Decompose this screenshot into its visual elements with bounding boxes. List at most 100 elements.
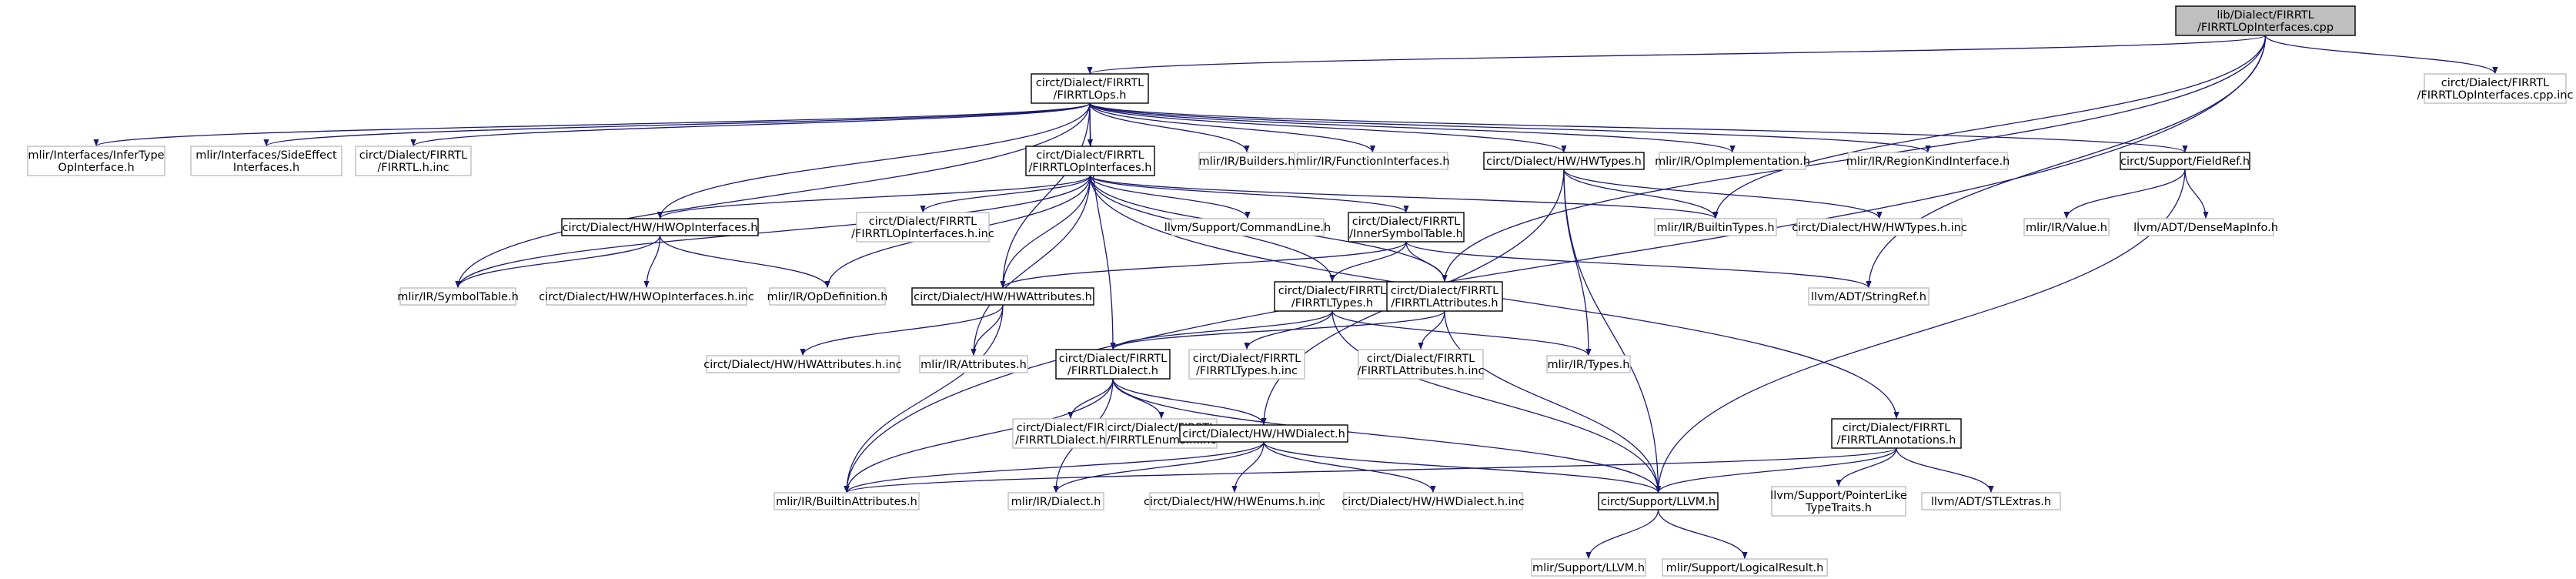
edge-llvmh-to-logicalresult — [1657, 509, 1748, 560]
node-label: circt/Dialect/HW/HWDialect.h — [1182, 428, 1345, 440]
edge-hwtypes-to-hwtypes_inc — [1563, 169, 1883, 219]
node-box — [2023, 218, 2110, 236]
node-label: llvm/ADT/DenseMapInfo.h — [2133, 222, 2278, 234]
node-label: circt/Dialect/FIRRTL — [1017, 422, 1124, 434]
node-label: circt/Dialect/FIRRTL — [1036, 77, 1144, 89]
edge-innersym-to-fattr — [1405, 241, 1448, 283]
node-fannot[interactable]: circt/Dialect/FIRRTL/FIRRTLAnnotations.h — [1831, 418, 1962, 449]
node-label: /FIRRTLOpInterfaces.h.inc — [851, 228, 994, 240]
node-hwdialect_inc: circt/Dialect/HW/HWDialect.h.inc — [1341, 492, 1525, 510]
edge-fdialect-to-fdialect_inc — [1067, 378, 1114, 420]
node-llvmh[interactable]: circt/Support/LLVM.h — [1598, 492, 1719, 510]
node-box — [706, 355, 900, 373]
node-label: mlir/IR/FunctionInterfaces.h — [1295, 156, 1449, 168]
node-ops[interactable]: circt/Dialect/FIRRTL/FIRRTLOps.h — [1031, 73, 1149, 104]
node-box — [1007, 492, 1104, 510]
node-hwdialect[interactable]: circt/Dialect/HW/HWDialect.h — [1179, 424, 1348, 443]
node-irdialect: mlir/IR/Dialect.h — [1007, 492, 1104, 510]
node-builtinattr: mlir/IR/BuiltinAttributes.h — [773, 492, 920, 510]
node-box — [911, 287, 1094, 306]
node-densemap: llvm/ADT/DenseMapInfo.h — [2133, 218, 2278, 236]
node-box — [1654, 218, 1777, 236]
edge-fannot-to-pointerlike — [1836, 447, 1897, 487]
edge-opif-to-builtintypes — [1089, 175, 1719, 219]
edge-fattr-to-llvmh — [1444, 310, 1662, 494]
edge-ftypes-to-fdialect — [1110, 310, 1333, 350]
node-hwattr[interactable]: circt/Dialect/HW/HWAttributes.h — [911, 287, 1094, 306]
edge-fannot-to-builtinattr — [844, 447, 1897, 494]
edge-hwtypes-to-builtintypes — [1563, 169, 1719, 219]
header-nodes: lib/Dialect/FIRRTL/FIRRTLOpInterfaces.cp… — [27, 5, 2573, 577]
edge-hwdialect-to-hwdialect_inc — [1263, 441, 1436, 494]
node-hwopif[interactable]: circt/Dialect/HW/HWOpInterfaces.h — [561, 218, 759, 236]
node-box — [27, 146, 165, 176]
edge-ops-to-fdialect — [1089, 102, 1116, 350]
node-box — [1386, 281, 1503, 312]
node-opif[interactable]: circt/Dialect/FIRRTL/FIRRTLOpInterfaces.… — [1025, 146, 1155, 176]
node-label: mlir/IR/SymbolTable.h — [397, 291, 519, 303]
node-box — [1483, 152, 1645, 170]
edge-fdialect-to-llvmh — [1112, 378, 1662, 494]
node-label: mlir/IR/BuiltinAttributes.h — [776, 496, 917, 508]
node-opif_inc: circt/Dialect/FIRRTL/FIRRTLOpInterfaces.… — [2417, 73, 2573, 104]
node-symtab: mlir/IR/SymbolTable.h — [397, 287, 519, 306]
edge-root-to-builtinattr — [844, 35, 2267, 494]
node-label: circt/Dialect/FIRRTL — [359, 149, 467, 162]
node-label: mlir/IR/BuiltinTypes.h — [1656, 222, 1774, 234]
node-box — [546, 287, 747, 306]
edge-hwopif-to-hwopif_inc — [643, 235, 661, 289]
node-label: llvm/ADT/STLExtras.h — [1931, 496, 2051, 508]
edge-llvmh-to-mlirllvm — [1585, 509, 1659, 560]
node-box — [769, 287, 886, 306]
node-opimpl: mlir/IR/OpImplementation.h — [1655, 152, 1810, 170]
node-label: /FIRRTLTypes.h — [1291, 297, 1373, 310]
node-ftypes[interactable]: circt/Dialect/FIRRTL/FIRRTLTypes.h — [1274, 281, 1391, 312]
node-root[interactable]: lib/Dialect/FIRRTL/FIRRTLOpInterfaces.cp… — [2175, 5, 2356, 36]
node-label: mlir/Interfaces/SideEffect — [195, 149, 337, 162]
node-fattr_inc: circt/Dialect/FIRRTL/FIRRTLAttributes.h.… — [1357, 349, 1485, 380]
edge-fdialect-to-fenums_inc — [1112, 378, 1164, 420]
node-label: circt/Support/FieldRef.h — [2120, 156, 2250, 168]
edge-fieldref-to-value — [2063, 169, 2186, 219]
edge-fannot-to-stlextras — [1896, 447, 1994, 494]
node-box — [1358, 349, 1484, 380]
node-innersym[interactable]: circt/Dialect/FIRRTL/InnerSymbolTable.h — [1348, 212, 1465, 243]
node-box — [1188, 349, 1305, 380]
node-label: circt/Dialect/HW/HWDialect.h.inc — [1341, 496, 1524, 508]
node-label: circt/Dialect/HW/HWOpInterfaces.h — [562, 222, 757, 234]
node-box — [1031, 73, 1149, 104]
node-box — [1546, 355, 1631, 373]
node-label: mlir/IR/Dialect.h — [1011, 496, 1101, 508]
node-label: OpInterface.h — [58, 162, 134, 174]
node-label: /FIRRTLOpInterfaces.h — [1029, 162, 1152, 174]
edge-ops-to-funcif — [1089, 102, 1375, 153]
node-label: circt/Dialect/FIRRTL — [1367, 353, 1475, 365]
edge-ops-to-regionkind — [1089, 102, 1931, 153]
edge-innersym-to-ftypes — [1329, 241, 1407, 283]
node-box — [1055, 349, 1171, 380]
node-builders: mlir/IR/Builders.h — [1198, 152, 1295, 170]
node-box — [1531, 558, 1646, 577]
node-fieldref[interactable]: circt/Support/FieldRef.h — [2120, 152, 2250, 170]
edge-fannot-to-llvmh — [1655, 447, 1897, 494]
node-regionkind: mlir/IR/RegionKindInterface.h — [1846, 152, 2010, 170]
node-label: circt/Dialect/HW/HWAttributes.h — [914, 291, 1092, 303]
node-label: TypeTraits.h — [1805, 502, 1872, 514]
node-box — [1771, 486, 1906, 517]
node-label: llvm/Support/CommandLine.h — [1164, 222, 1331, 234]
node-logicalresult: mlir/Support/LogicalResult.h — [1662, 558, 1828, 577]
edge-opif-to-innersym — [1089, 175, 1409, 213]
node-box — [355, 146, 472, 176]
node-opif_h_inc: circt/Dialect/FIRRTL/FIRRTLOpInterfaces.… — [851, 212, 994, 243]
node-box — [919, 355, 1028, 373]
node-label: mlir/Support/LogicalResult.h — [1666, 562, 1824, 574]
node-box — [1179, 424, 1348, 443]
node-label: /FIRRTLDialect.h — [1067, 365, 1158, 377]
edge-innersym-to-hwattr — [1000, 241, 1407, 289]
node-fattr[interactable]: circt/Dialect/FIRRTL/FIRRTLAttributes.h — [1386, 281, 1503, 312]
node-hwtypes[interactable]: circt/Dialect/HW/HWTypes.h — [1483, 152, 1645, 170]
node-label: circt/Dialect/HW/HWEnums.h.inc — [1144, 496, 1325, 508]
node-box — [2424, 73, 2567, 104]
node-fdialect[interactable]: circt/Dialect/FIRRTL/FIRRTLDialect.h — [1055, 349, 1171, 380]
